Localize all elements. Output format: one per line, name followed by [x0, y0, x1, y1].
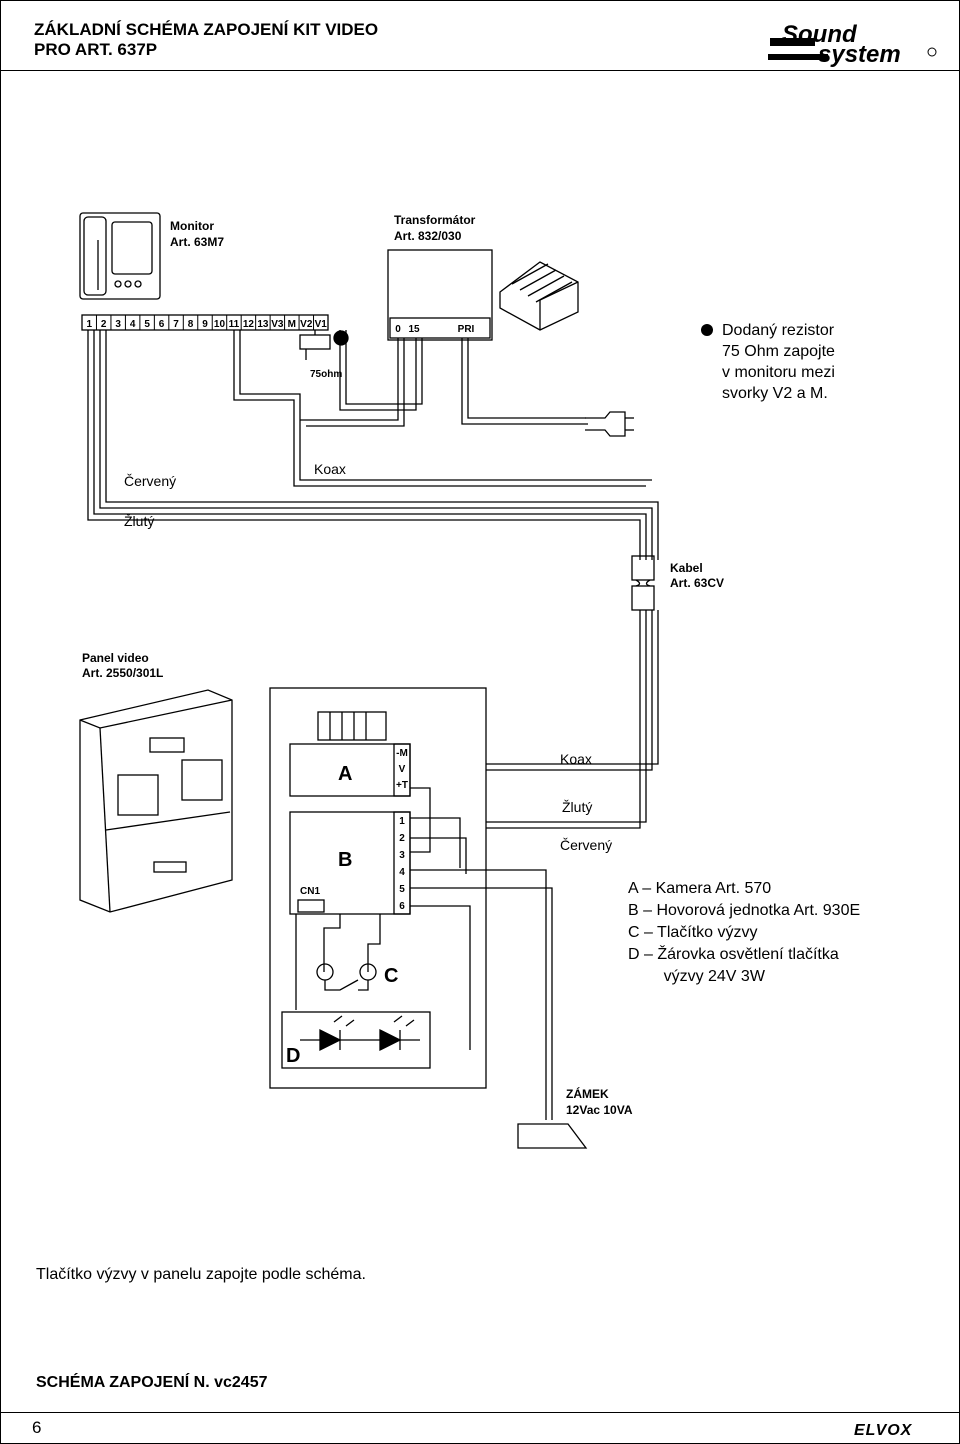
camera-lens — [317, 711, 387, 741]
monitor-terminal-12: 12 — [243, 319, 255, 330]
lamp-block-d — [281, 1011, 431, 1069]
block-b-label: B — [338, 849, 352, 871]
cable-connector — [631, 555, 655, 611]
resistor-marker-dot — [333, 330, 349, 346]
legend-item-c: C – Tlačítko výzvy — [628, 924, 758, 941]
lock-label-2: 12Vac 10VA — [566, 1103, 633, 1117]
monitor-terminal-7: 7 — [173, 319, 179, 330]
wire-label-cerveny-right: Červený — [560, 837, 612, 853]
camera-terminal-2: +T — [396, 780, 408, 791]
monitor-label-2: Art. 63M7 — [170, 235, 224, 249]
monitor-terminal-1: 1 — [86, 319, 92, 330]
internal-wires — [295, 787, 553, 1120]
camera-terminal-0: -M — [396, 748, 408, 759]
monitor-terminal-10: 10 — [214, 319, 226, 330]
monitor-terminal-13: 13 — [257, 319, 269, 330]
audio-terminal-block — [393, 811, 411, 915]
elvox-logo: ELVOX — [854, 1422, 913, 1439]
monitor-terminal-V3: V3 — [271, 319, 284, 330]
block-c-label: C — [384, 965, 398, 987]
audio-terminal-6: 6 — [399, 901, 405, 912]
logo-word-bottom: system — [818, 41, 901, 68]
monitor-wires — [87, 330, 659, 560]
resistor-75ohm — [299, 330, 331, 360]
block-a-label: A — [338, 763, 352, 785]
monitor-terminal-M: M — [288, 319, 296, 330]
monitor-device — [79, 212, 161, 300]
header-title-line2: PRO ART. 637P — [34, 40, 158, 59]
transformer-label-1: Transformátor — [394, 213, 476, 227]
power-plug — [585, 411, 634, 437]
camera-terminal-block — [393, 743, 411, 797]
footer-rule — [0, 1412, 960, 1413]
monitor-terminal-V1: V1 — [315, 319, 328, 330]
resistor-label: 75ohm — [310, 369, 342, 380]
sound-system-logo: Sound system — [768, 21, 937, 68]
wire-label-koax-right: Koax — [560, 751, 592, 767]
panel-label-2: Art. 2550/301L — [82, 666, 163, 680]
transformer-side-view — [499, 261, 579, 331]
lock-label-1: ZÁMEK — [566, 1086, 609, 1101]
transformer-terminal-pri: PRI — [458, 324, 475, 335]
page-number: 6 — [32, 1418, 42, 1437]
header-rule — [0, 70, 960, 71]
legend-item-d-cont: výzvy 24V 3W — [628, 968, 765, 985]
monitor-terminal-9: 9 — [202, 319, 208, 330]
footer-title: SCHÉMA ZAPOJENÍ N. vc2457 — [36, 1374, 268, 1391]
audio-terminal-1: 1 — [399, 816, 405, 827]
cn1-connector — [297, 899, 325, 913]
call-button-c — [316, 963, 377, 991]
audio-terminal-2: 2 — [399, 833, 405, 844]
monitor-terminal-6: 6 — [159, 319, 165, 330]
panel-label-1: Panel video — [82, 651, 149, 665]
monitor-terminal-strip — [81, 314, 329, 331]
bottom-note: Tlačítko výzvy v panelu zapojte podle sc… — [36, 1266, 366, 1283]
transformer-device — [387, 249, 493, 341]
legend-item-d: D – Žárovka osvětlení tlačítka — [628, 946, 839, 963]
monitor-terminal-2: 2 — [101, 319, 107, 330]
panel-video-device — [79, 689, 233, 913]
wire-label-koax-top: Koax — [314, 461, 346, 477]
audio-terminal-3: 3 — [399, 850, 405, 861]
header-title-line1: ZÁKLADNÍ SCHÉMA ZAPOJENÍ KIT VIDEO — [34, 20, 379, 39]
note-bullet-icon — [701, 324, 713, 336]
panel-module-box — [269, 687, 487, 1089]
monitor-terminal-4: 4 — [130, 319, 136, 330]
legend-item-a: A – Kamera Art. 570 — [628, 880, 772, 897]
audio-terminal-4: 4 — [399, 867, 405, 878]
page-header: ZÁKLADNÍ SCHÉMA ZAPOJENÍ KIT VIDEO PRO A… — [34, 20, 378, 60]
monitor-terminal-8: 8 — [188, 319, 194, 330]
monitor-terminal-V2: V2 — [300, 319, 313, 330]
monitor-terminal-3: 3 — [115, 319, 121, 330]
transformer-terminal-15: 15 — [408, 324, 420, 335]
transformer-label-2: Art. 832/030 — [394, 229, 462, 243]
block-d-label: D — [286, 1045, 300, 1067]
cable-label-2: Art. 63CV — [670, 576, 724, 590]
cn1-label: CN1 — [300, 886, 320, 897]
monitor-terminal-5: 5 — [144, 319, 150, 330]
transformer-terminal-0: 0 — [395, 324, 401, 335]
logo-word-top: Sound — [782, 21, 858, 48]
wire-label-cerveny-top: Červený — [124, 473, 176, 489]
audio-terminal-5: 5 — [399, 884, 405, 895]
wire-label-zluty-top: Žlutý — [124, 513, 154, 529]
resistor-note: Dodaný rezistor 75 Ohm zapojte v monitor… — [722, 322, 835, 402]
door-lock — [517, 1123, 588, 1149]
wire-label-zluty-right: Žlutý — [562, 799, 592, 815]
legend: A – Kamera Art. 570 B – Hovorová jednotk… — [628, 878, 860, 988]
monitor-terminal-11: 11 — [229, 319, 240, 330]
cable-label-1: Kabel — [670, 561, 703, 575]
monitor-label-1: Monitor — [170, 219, 214, 233]
legend-item-b: B – Hovorová jednotka Art. 930E — [628, 902, 861, 919]
camera-terminal-1: V — [399, 764, 406, 775]
